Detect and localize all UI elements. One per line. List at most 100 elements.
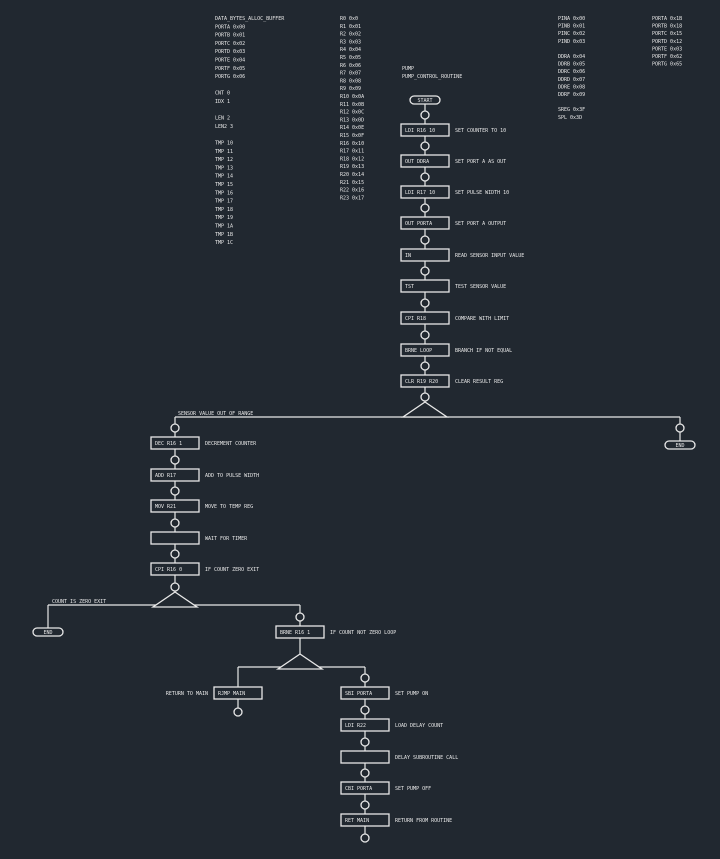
connector-circle xyxy=(170,582,180,592)
end-terminal-label: END xyxy=(43,630,52,636)
end-terminal xyxy=(664,440,696,450)
symbol-mid: R1 0x01 xyxy=(340,24,361,30)
symbol-mid: R6 0x06 xyxy=(340,63,361,69)
symbol-left: TMP 18 xyxy=(215,207,233,213)
process-box-comment: LOAD DELAY COUNT xyxy=(395,723,443,729)
symbol-left: PORTC 0x02 xyxy=(215,41,245,47)
symbol-left: PORTF 0x05 xyxy=(215,66,245,72)
symbol-mid: R20 0x14 xyxy=(340,172,364,178)
process-box-label: BRNE LOOP xyxy=(405,348,432,354)
symbol-left: PORTG 0x06 xyxy=(215,74,245,80)
process-box-comment: SET PUMP OFF xyxy=(395,786,431,792)
process-box-comment: SET PULSE WIDTH 10 xyxy=(455,190,509,196)
process-box xyxy=(340,686,390,700)
process-box xyxy=(275,625,325,639)
branch-label: COUNT IS ZERO EXIT xyxy=(52,599,106,605)
process-box-label: MOV R21 xyxy=(155,504,176,510)
symbol-right: DDRA 0x04 xyxy=(558,54,585,60)
connector-circle xyxy=(420,203,430,213)
process-box xyxy=(400,185,450,199)
connector-circle xyxy=(675,423,685,433)
process-box xyxy=(340,781,390,795)
process-box xyxy=(150,499,200,513)
symbol-right: PINA 0x00 xyxy=(558,16,585,22)
symbol-mid: R3 0x03 xyxy=(340,39,361,45)
process-box xyxy=(400,123,450,137)
connector-circle xyxy=(420,266,430,276)
process-box-label: LDI R17 10 xyxy=(405,190,435,196)
symbol-left: TMP 16 xyxy=(215,190,233,196)
symbol-mid: R15 0x0F xyxy=(340,133,364,139)
symbol-mid: R23 0x17 xyxy=(340,195,364,201)
symbol-left: TMP 1B xyxy=(215,232,233,238)
process-box-comment: TEST SENSOR VALUE xyxy=(455,284,506,290)
symbol-mid: R8 0x08 xyxy=(340,78,361,84)
process-box xyxy=(340,813,390,827)
symbol-mid: R16 0x10 xyxy=(340,141,364,147)
process-box xyxy=(400,248,450,262)
process-box xyxy=(213,686,263,700)
start-terminal-label: START xyxy=(417,98,432,104)
process-box-comment: COMPARE WITH LIMIT xyxy=(455,316,509,322)
symbol-right: PORTA 0x1B xyxy=(652,16,682,22)
process-box-label: DEC R16 1 xyxy=(155,441,182,447)
symbol-mid: R10 0x0A xyxy=(340,94,364,100)
connector-circle xyxy=(360,737,370,747)
symbol-left: PORTE 0x04 xyxy=(215,58,245,64)
process-box xyxy=(150,468,200,482)
process-box-label: LDI R16 10 xyxy=(405,128,435,134)
connector-circle xyxy=(170,423,180,433)
process-box-comment: RETURN TO MAIN xyxy=(166,691,208,697)
connector-circle xyxy=(420,330,430,340)
symbol-left: TMP 17 xyxy=(215,199,233,205)
process-box-comment: DELAY SUBROUTINE CALL xyxy=(395,755,458,761)
connector-circle xyxy=(170,549,180,559)
routine-title: PUMP xyxy=(402,66,414,72)
symbol-left: PORTA 0x00 xyxy=(215,24,245,30)
process-box xyxy=(400,154,450,168)
process-box xyxy=(150,531,200,545)
symbol-right: PIND 0x03 xyxy=(558,39,585,45)
process-box xyxy=(340,750,390,764)
process-box-comment: ADD TO PULSE WIDTH xyxy=(205,473,259,479)
process-box-label: SBI PORTA xyxy=(345,691,372,697)
connector-circle xyxy=(170,518,180,528)
process-box-label: RET MAIN xyxy=(345,818,369,824)
process-box-comment: SET COUNTER TO 10 xyxy=(455,128,506,134)
symbol-mid: R12 0x0C xyxy=(340,110,364,116)
symbol-right: PINC 0x02 xyxy=(558,31,585,37)
symbol-right: SPL 0x3D xyxy=(558,115,582,121)
process-box-label: CPI R18 xyxy=(405,316,426,322)
process-box-comment: CLEAR RESULT REG xyxy=(455,379,503,385)
symbol-right: PORTC 0x15 xyxy=(652,31,682,37)
symbol-left: CNT 0 xyxy=(215,91,230,97)
symbol-left: TMP 10 xyxy=(215,141,233,147)
symbol-left: TMP 12 xyxy=(215,157,233,163)
process-box-comment: MOVE TO TEMP REG xyxy=(205,504,253,510)
symbol-right: DDRF 0x09 xyxy=(558,92,585,98)
connector-circle xyxy=(420,141,430,151)
symbol-left: TMP 15 xyxy=(215,182,233,188)
connector-circle xyxy=(360,768,370,778)
connector-circle xyxy=(420,110,430,120)
symbol-right: DDRC 0x06 xyxy=(558,69,585,75)
symbol-left: LEN 2 xyxy=(215,116,230,122)
process-box-label: OUT PORTA xyxy=(405,221,432,227)
connector-circle xyxy=(420,235,430,245)
decision-diamond xyxy=(150,591,200,608)
branch-label: SENSOR VALUE OUT OF RANGE xyxy=(178,411,253,417)
symbol-left: TMP 19 xyxy=(215,215,233,221)
symbol-mid: R17 0x11 xyxy=(340,149,364,155)
symbol-mid: R9 0x09 xyxy=(340,86,361,92)
symbol-right: PORTE 0x03 xyxy=(652,46,682,52)
decision-diamond xyxy=(400,401,450,418)
process-box-label: IN xyxy=(405,253,411,259)
connector-circle xyxy=(360,673,370,683)
process-box xyxy=(400,311,450,325)
symbol-left: TMP 14 xyxy=(215,174,233,180)
process-box-label: CLR R19 R20 xyxy=(405,379,438,385)
process-box-comment: SET PORT A AS OUT xyxy=(455,159,506,165)
symbol-right: PORTD 0x12 xyxy=(652,39,682,45)
symbol-left: TMP 1C xyxy=(215,240,233,246)
